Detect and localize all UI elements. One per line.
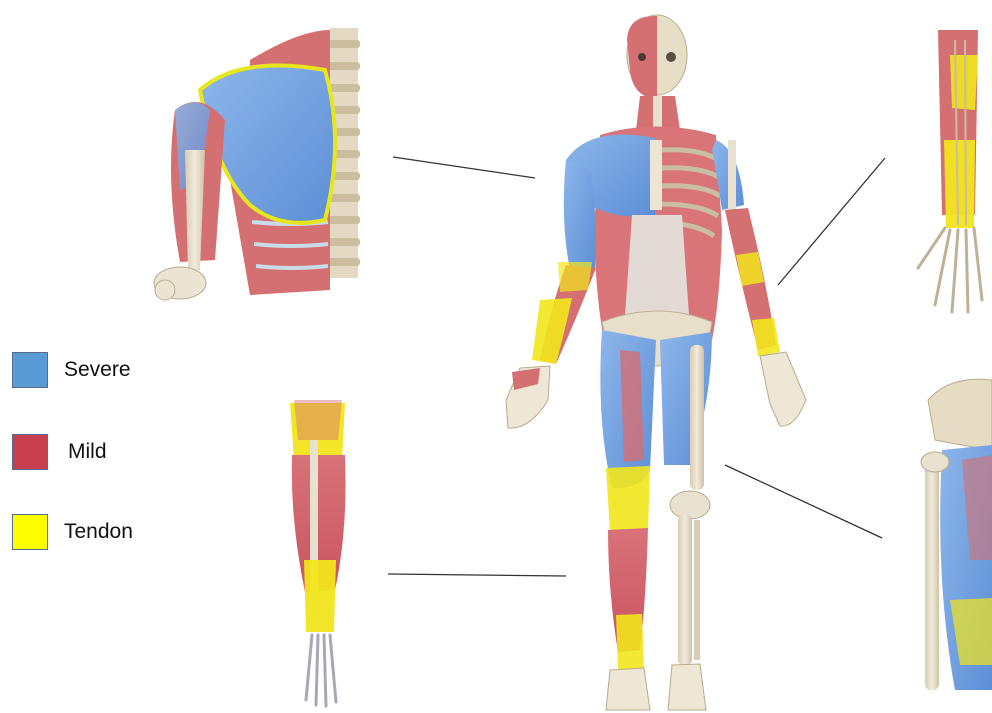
full-body-figure bbox=[506, 15, 806, 710]
legend-label-tendon: Tendon bbox=[64, 520, 133, 544]
forearm-upper-tendon bbox=[950, 55, 978, 110]
forearm-lower-tendon bbox=[944, 140, 975, 228]
leader-line-forearm bbox=[778, 158, 885, 285]
left-foot bbox=[606, 668, 650, 710]
left-knee-tendon bbox=[606, 466, 650, 532]
leg-ankle-tendon bbox=[304, 560, 336, 632]
hip-pelvis bbox=[928, 379, 992, 450]
hip-thigh-detail bbox=[921, 379, 992, 690]
right-hand bbox=[760, 352, 806, 426]
leg-foot bbox=[306, 635, 336, 706]
legend-item-severe: Severe bbox=[12, 350, 131, 390]
legend-label-severe: Severe bbox=[64, 358, 131, 382]
legend-swatch-mild bbox=[12, 434, 48, 470]
legend-label-mild: Mild bbox=[68, 440, 107, 464]
leader-line-shoulder bbox=[393, 157, 535, 178]
right-foot bbox=[668, 664, 706, 710]
shoulder-detail bbox=[154, 28, 360, 300]
forearm-detail bbox=[918, 30, 982, 312]
left-elbow-tendon bbox=[558, 262, 592, 292]
right-thigh bbox=[660, 332, 712, 465]
right-wrist-tendon bbox=[752, 318, 780, 356]
femur bbox=[690, 345, 704, 490]
left-upper-arm bbox=[564, 160, 596, 270]
hip-femur bbox=[925, 455, 939, 690]
legend-item-mild: Mild bbox=[12, 432, 107, 472]
leader-line-hip bbox=[725, 465, 882, 538]
legend-swatch-severe bbox=[12, 352, 48, 388]
left-ankle-tendon bbox=[616, 614, 644, 670]
legend-item-tendon: Tendon bbox=[12, 512, 133, 552]
legend-swatch-tendon bbox=[12, 514, 48, 550]
lower-leg-detail bbox=[290, 400, 346, 706]
leader-line-leg bbox=[388, 574, 566, 576]
tibia bbox=[678, 515, 692, 665]
right-elbow-tendon bbox=[736, 252, 764, 286]
forearm-hand bbox=[918, 228, 982, 312]
